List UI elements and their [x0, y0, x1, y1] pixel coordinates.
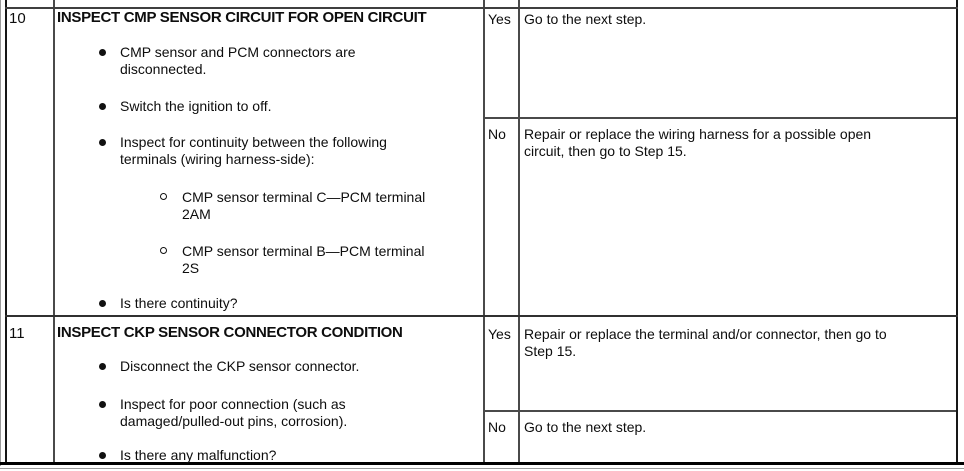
column-divider-action [518, 0, 520, 462]
bullet-line: terminals (wiring harness-side): [120, 151, 315, 167]
action-line: Repair or replace the wiring harness for… [524, 126, 872, 142]
bullet-line: Inspect for poor connection (such as [120, 396, 346, 412]
result-flag-no: No [488, 419, 506, 435]
bullet-disc-icon [99, 452, 106, 459]
bullet-disc-icon [99, 103, 106, 110]
bullet-disc-icon [99, 300, 106, 307]
row-divider-top [5, 7, 958, 9]
bullet-line: 2S [182, 260, 200, 276]
page-left-edge-line [0, 0, 1, 466]
bullet-item: Disconnect the CKP sensor connector. [99, 358, 359, 375]
step-number: 10 [9, 10, 26, 27]
action-line: Repair or replace the terminal and/or co… [524, 326, 887, 342]
bullet-circle-icon [160, 193, 167, 200]
bullet-line: CMP sensor and PCM connectors are [120, 44, 356, 60]
action-line: Go to the next step. [524, 11, 647, 27]
bullet-item: CMP sensor and PCM connectors are discon… [99, 44, 356, 78]
bullet-line: Inspect for continuity between the follo… [120, 134, 387, 150]
result-flag-yes: Yes [488, 326, 511, 342]
bullet-item: Inspect for poor connection (such as dam… [99, 396, 347, 430]
bullet-line: disconnected. [120, 61, 207, 77]
action-line: Step 15. [524, 343, 577, 359]
table-outer-right-border [956, 0, 958, 462]
step-number: 11 [9, 325, 25, 342]
bullet-item: Switch the ignition to off. [99, 98, 272, 115]
table-outer-left-border [5, 0, 7, 462]
bullet-item: Is there any malfunction? [99, 447, 276, 464]
bullet-disc-icon [99, 401, 106, 408]
sub-bullet-item: CMP sensor terminal C—PCM terminal 2AM [160, 189, 425, 223]
bullet-line: damaged/pulled-out pins, corrosion). [120, 413, 348, 429]
bullet-item: Inspect for continuity between the follo… [99, 134, 387, 168]
result-action: Go to the next step. [524, 419, 646, 436]
sub-bullet-item: CMP sensor terminal B—PCM terminal 2S [160, 243, 424, 277]
result-flag-no: No [488, 126, 506, 142]
bullet-line: CMP sensor terminal B—PCM terminal [182, 243, 425, 259]
bullet-circle-icon [160, 247, 167, 254]
bullet-line: Is there any malfunction? [120, 447, 277, 463]
bullet-line: Is there continuity? [120, 295, 238, 311]
bullet-disc-icon [99, 363, 106, 370]
column-divider-step [53, 0, 55, 462]
bullet-line: Switch the ignition to off. [120, 98, 272, 114]
inspection-title: INSPECT CMP SENSOR CIRCUIT FOR OPEN CIRC… [57, 9, 427, 26]
bullet-line: 2AM [182, 206, 211, 222]
bullet-disc-icon [99, 49, 106, 56]
inspection-title: INSPECT CKP SENSOR CONNECTOR CONDITION [57, 324, 403, 341]
table-bottom-border [0, 462, 964, 465]
result-divider-step10 [484, 117, 956, 119]
bullet-line: Disconnect the CKP sensor connector. [120, 358, 360, 374]
page-bottom-edge-line [0, 468, 964, 469]
result-action: Go to the next step. [524, 11, 646, 28]
column-divider-yesno [483, 0, 485, 462]
row-divider-step10-step11 [5, 315, 958, 317]
result-action: Repair or replace the wiring harness for… [524, 126, 871, 160]
bullet-disc-icon [99, 139, 106, 146]
result-action: Repair or replace the terminal and/or co… [524, 326, 887, 360]
action-line: circuit, then go to Step 15. [524, 143, 687, 159]
bullet-item: Is there continuity? [99, 295, 238, 312]
bullet-line: CMP sensor terminal C—PCM terminal [182, 189, 426, 205]
result-flag-yes: Yes [488, 11, 511, 27]
action-line: Go to the next step. [524, 419, 647, 435]
result-divider-step11 [484, 410, 956, 412]
